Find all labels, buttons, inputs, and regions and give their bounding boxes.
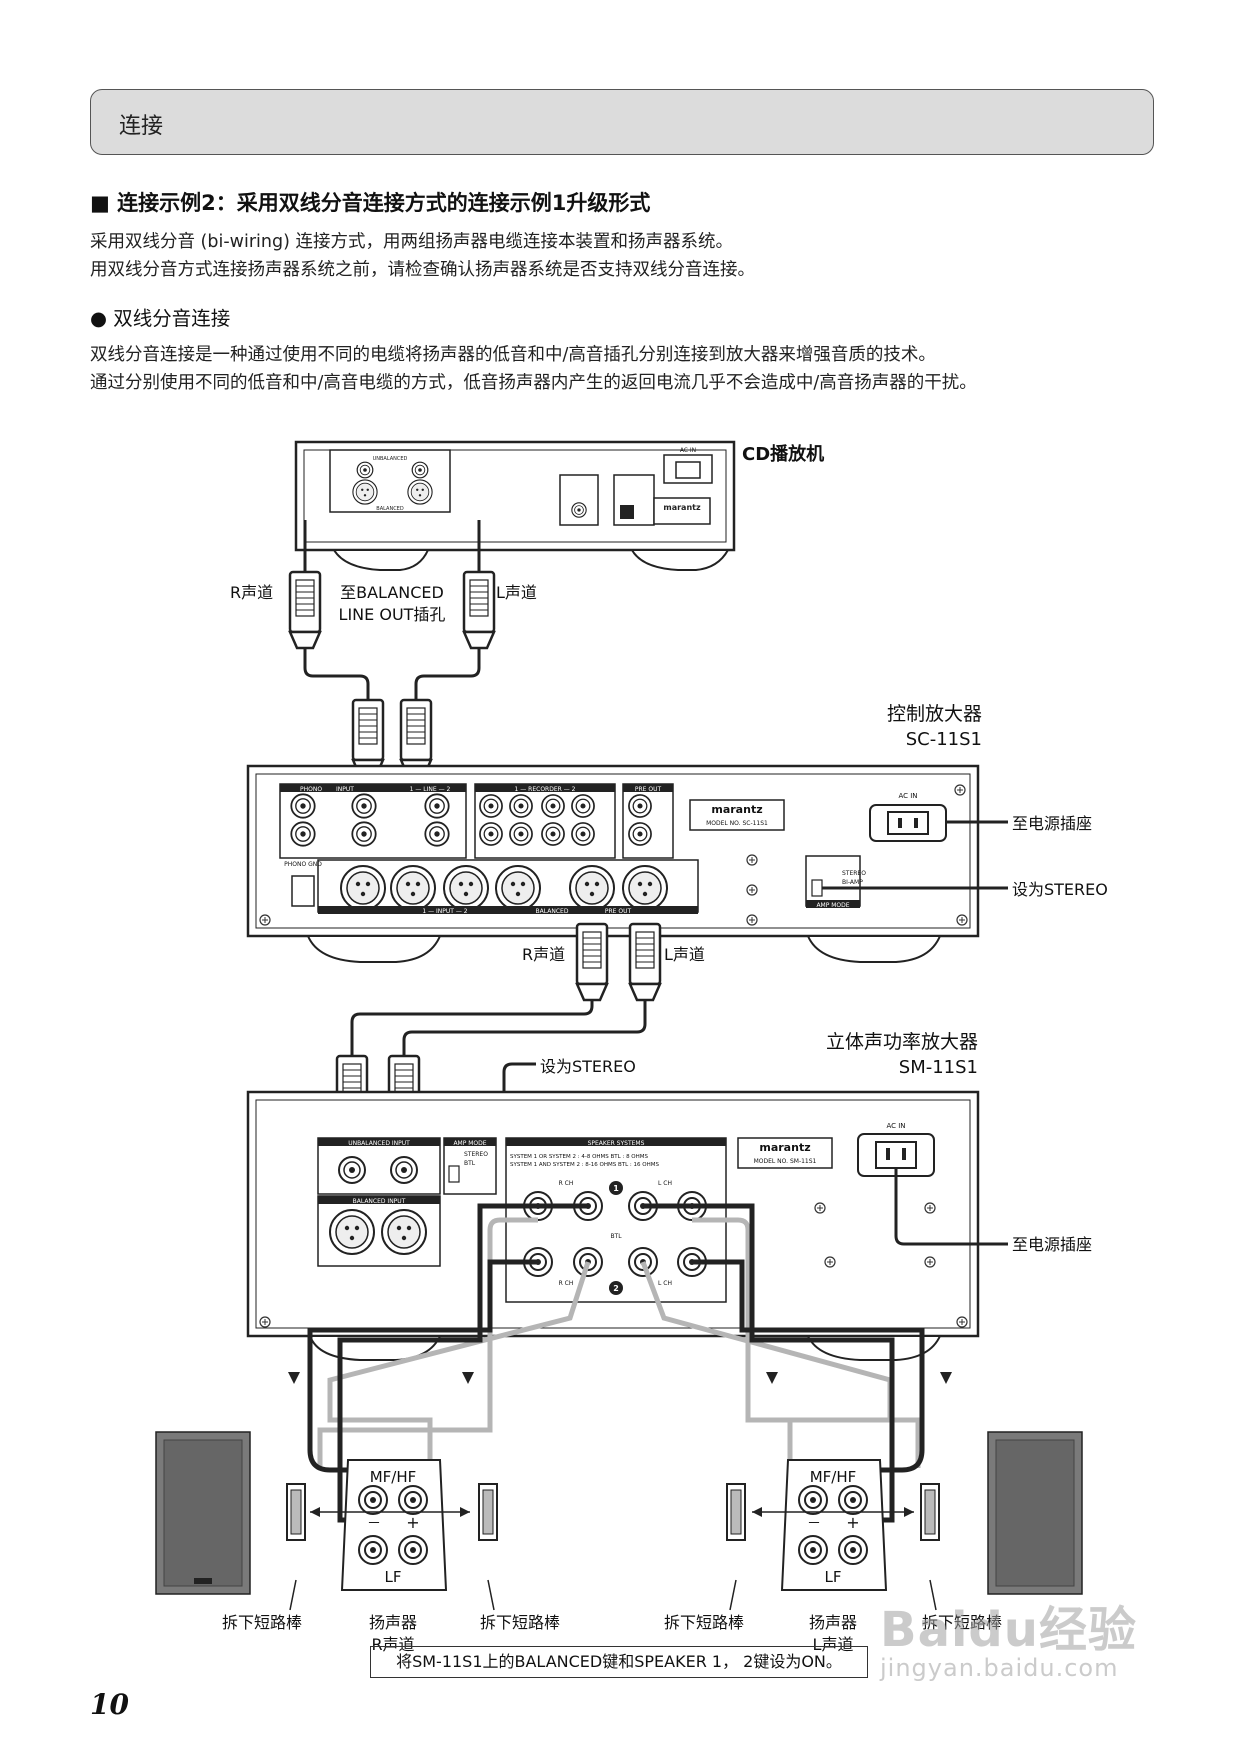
speaker-cabinet-r [155, 1431, 251, 1595]
phono-gnd-label: PHONO GND [284, 861, 322, 868]
poweramp-power-outlet-label: 至电源插座 [1012, 1235, 1092, 1254]
line-label: 1 — LINE — 2 [410, 786, 451, 793]
preamp-rear: PHONO INPUT 1 — LINE — 2 1 — RECORDER — … [246, 764, 980, 963]
speaker-l-label-1: 扬声器 [809, 1613, 857, 1632]
cd-l-plug [462, 520, 496, 650]
speaker-terminal-l: MF/HF LF － + [780, 1459, 888, 1591]
cd-r-channel-label: R声道 [230, 583, 273, 602]
speaker-r-label-1: 扬声器 [369, 1613, 417, 1632]
r-mfhf-label: MF/HF [370, 1468, 417, 1486]
jumper-bar-2 [478, 1483, 498, 1541]
btl-mid-label: BTL [610, 1233, 622, 1240]
system-1-badge: 1 [613, 1184, 619, 1193]
preamp-power-outlet-label: 至电源插座 [1012, 814, 1092, 833]
section-header-bar: 连接 [90, 89, 1154, 155]
pre-out-tag: PRE OUT [605, 908, 632, 915]
cd-brand-label: marantz [663, 503, 701, 512]
poweramp-amp-mode: AMP MODE [453, 1140, 486, 1147]
watermark-url: jingyan.baidu.com [880, 1654, 1119, 1682]
cd-player-rear: UNBALANCED BALANCED AC IN marantz [294, 440, 736, 571]
poweramp-stereo-label: STEREO [464, 1151, 488, 1158]
subsection-title: ● 双线分音连接 [90, 307, 231, 330]
preamp-amp-mode: AMP MODE [816, 902, 849, 909]
system-2-badge: 2 [613, 1284, 619, 1293]
speaker-spec-line-2: SYSTEM 1 AND SYSTEM 2 : 8-16 OHMS BTL : … [510, 1162, 659, 1168]
poweramp-model: SM-11S1 [899, 1057, 978, 1078]
preamp-stereo-label: STEREO [842, 870, 866, 877]
phono-label: PHONO [300, 786, 322, 793]
remove-jumper-label-3: 拆下短路棒 [664, 1613, 744, 1632]
speaker-terminal-r: MF/HF LF － + [340, 1459, 448, 1591]
balanced-to-label-1: 至BALANCED [340, 583, 444, 602]
cd-ac-in-label: AC IN [680, 447, 696, 454]
balanced-tag: BALANCED [536, 908, 569, 915]
unbalanced-input-label: UNBALANCED INPUT [348, 1140, 410, 1147]
pre-l-channel-label: L声道 [664, 945, 705, 964]
l-lf-label: LF [825, 1568, 842, 1586]
pre-r-channel-label: R声道 [522, 945, 565, 964]
section-title: ■ 连接示例2：采用双线分音连接方式的连接示例1升级形式 [90, 191, 651, 215]
poweramp-ac-in: AC IN [886, 1122, 905, 1130]
setting-note-box: 将SM-11S1上的BALANCED键和SPEAKER 1， 2键设为ON。 [370, 1646, 868, 1678]
balanced-to-label-2: LINE OUT插孔 [339, 605, 446, 624]
intro-paragraph-1: 采用双线分音 (bi-wiring) 连接方式，用两组扬声器电缆连接本装置和扬声… [90, 232, 733, 252]
lch-label: L CH [658, 1180, 672, 1187]
balanced-input-label: BALANCED INPUT [353, 1198, 406, 1205]
cd-l-channel-label: L声道 [496, 583, 537, 602]
header-title: 连接 [119, 114, 164, 139]
remove-jumper-label-2: 拆下短路棒 [480, 1613, 560, 1632]
poweramp-rear: UNBALANCED INPUT BALANCED INPUT AMP MODE… [246, 1090, 980, 1361]
baidu-watermark: Baidu经验 jingyan.baidu.com [880, 1590, 1137, 1682]
preamp-title: 控制放大器 [887, 703, 982, 725]
poweramp-brand: marantz [759, 1141, 810, 1154]
speaker-cabinet-l [987, 1431, 1083, 1595]
cd-unbalanced-label: UNBALANCED [373, 456, 408, 462]
remove-jumper-label-1: 拆下短路棒 [222, 1613, 302, 1632]
preamp-model-plate: MODEL NO. SC-11S1 [706, 820, 768, 827]
watermark-logo: Baidu经验 [880, 1602, 1137, 1658]
jumper-bar-1 [286, 1483, 306, 1541]
preamp-model: SC-11S1 [906, 729, 982, 750]
preamp-set-stereo-label: 设为STEREO [1012, 880, 1108, 899]
recorder-label: 1 — RECORDER — 2 [515, 786, 576, 793]
l-mfhf-label: MF/HF [810, 1468, 857, 1486]
jumper-bar-3 [726, 1483, 746, 1541]
page-number: 10 [90, 1688, 129, 1721]
poweramp-btl-label: BTL [464, 1160, 476, 1167]
poweramp-set-stereo-label: 设为STEREO [540, 1057, 636, 1076]
speaker-r-label-2: R声道 [371, 1635, 414, 1654]
rch-2-label: R CH [559, 1280, 574, 1287]
r-minus-label: － [367, 1516, 381, 1532]
balanced-in-row: 1 — INPUT — 2 [422, 908, 467, 915]
poweramp-model-plate: MODEL NO. SM-11S1 [754, 1158, 817, 1165]
rch-label: R CH [559, 1180, 574, 1187]
r-plus-label: + [406, 1513, 419, 1532]
remove-jumper-label-4: 拆下短路棒 [922, 1613, 1002, 1632]
biwire-paragraph-1: 双线分音连接是一种通过使用不同的电缆将扬声器的低音和中/高音插孔分别连接到放大器… [90, 345, 936, 365]
l-plus-label: + [846, 1513, 859, 1532]
l-minus-label: － [807, 1516, 821, 1532]
biwire-paragraph-2: 通过分别使用不同的低音和中/高音电缆的方式，低音扬声器内产生的返回电流几乎不会造… [90, 373, 977, 393]
jumper-bar-4 [920, 1483, 940, 1541]
preamp-biamp-label: BI-AMP [842, 879, 863, 886]
input-label: INPUT [336, 786, 354, 793]
lch-2-label: L CH [658, 1280, 672, 1287]
poweramp-title: 立体声功率放大器 [826, 1031, 978, 1053]
speaker-l-label-2: L声道 [813, 1635, 854, 1654]
r-lf-label: LF [385, 1568, 402, 1586]
speaker-spec-line-1: SYSTEM 1 OR SYSTEM 2 : 4-8 OHMS BTL : 8 … [510, 1154, 649, 1160]
cd-balanced-label: BALANCED [376, 506, 404, 512]
cd-player-label: CD播放机 [742, 443, 824, 465]
cd-r-plug [288, 520, 322, 650]
speaker-systems-label: SPEAKER SYSTEMS [588, 1140, 645, 1147]
preamp-ac-in: AC IN [898, 792, 917, 800]
pre-out-label: PRE OUT [635, 786, 662, 793]
intro-paragraph-2: 用双线分音方式连接扬声器系统之前，请检查确认扬声器系统是否支持双线分音连接。 [90, 260, 755, 280]
preamp-brand: marantz [711, 803, 762, 816]
